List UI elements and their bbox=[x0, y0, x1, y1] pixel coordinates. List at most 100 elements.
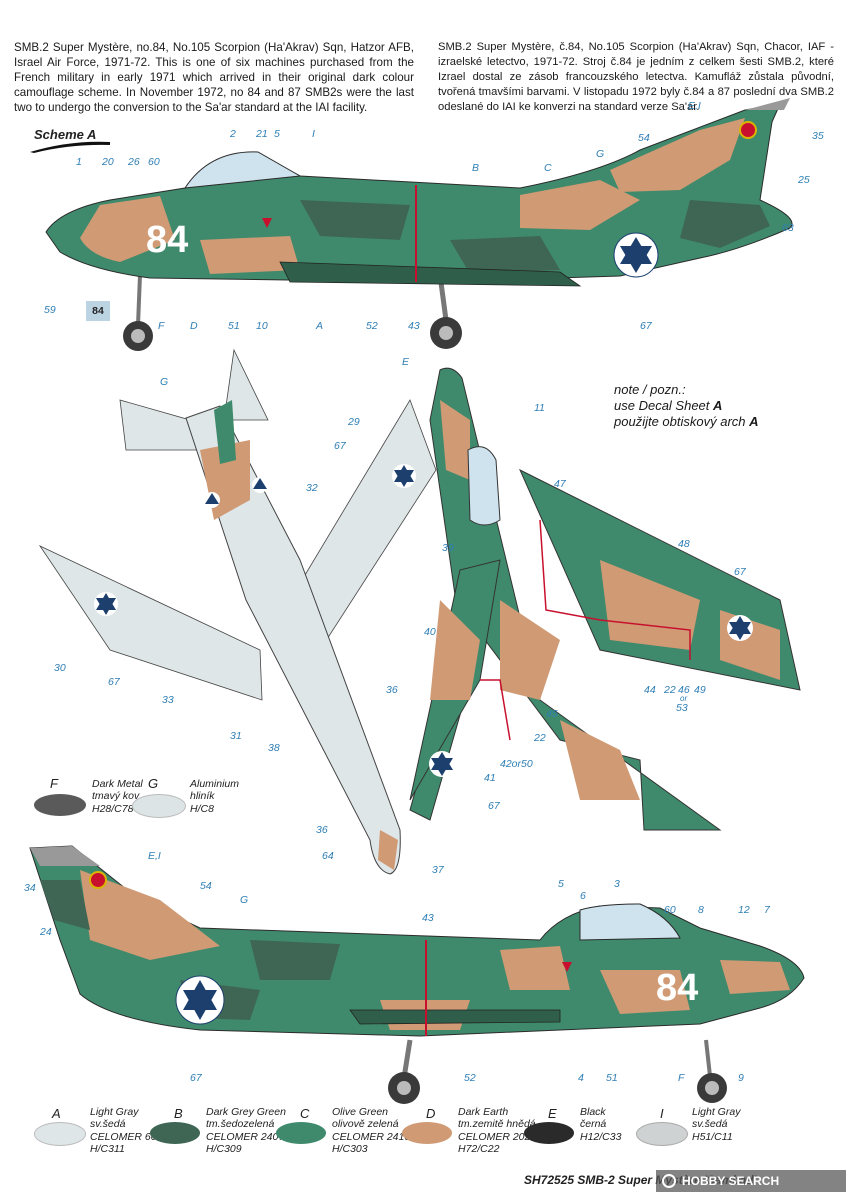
paint-letter: G bbox=[148, 776, 159, 791]
paint-blob bbox=[132, 794, 186, 818]
callout: 29 bbox=[348, 416, 360, 428]
callout: 67 bbox=[334, 440, 346, 452]
callout: 63 bbox=[782, 222, 794, 234]
paint-line: H/C303 bbox=[332, 1143, 368, 1156]
scorpion-badge bbox=[739, 121, 757, 139]
paint-line: CELOMER 2025 bbox=[458, 1130, 537, 1143]
callout: 53 bbox=[676, 702, 688, 714]
paint-line: H12/C33 bbox=[580, 1130, 622, 1143]
callout: 12 bbox=[738, 904, 750, 916]
callout: E,I bbox=[148, 850, 161, 862]
paint-letter: D bbox=[426, 1106, 436, 1121]
callout: 41 bbox=[484, 772, 496, 784]
callout: 8 bbox=[698, 904, 704, 916]
intro-czech: SMB.2 Super Mystère, č.84, No.105 Scorpi… bbox=[438, 41, 834, 113]
roundel-bottom-side bbox=[175, 975, 225, 1025]
paint-line: Olive Green bbox=[332, 1106, 389, 1118]
paint-letter: B bbox=[174, 1106, 183, 1121]
paint-line: olivově zelená bbox=[332, 1118, 399, 1131]
callout: 31 bbox=[230, 730, 242, 742]
callout: 36 bbox=[386, 684, 398, 696]
paint-line: Dark Metal bbox=[92, 778, 143, 790]
watermark-icon bbox=[662, 1174, 676, 1188]
callout: 64 bbox=[322, 850, 334, 862]
callout: 67 bbox=[640, 320, 652, 332]
callout: 42or50 bbox=[500, 758, 533, 770]
callout: 36 bbox=[316, 824, 328, 836]
side-view-top: 84 bbox=[45, 98, 793, 351]
paint-swatch-i: I Light Gray sv.šedá H51/C11 bbox=[636, 1106, 756, 1168]
callout: 26 bbox=[128, 156, 140, 168]
callout: 5 bbox=[558, 878, 564, 890]
callout: 51 bbox=[606, 1072, 618, 1084]
callout: 22 bbox=[534, 732, 546, 744]
callout: B bbox=[472, 162, 480, 174]
note-sheet-letter-cz: A bbox=[749, 414, 759, 429]
paint-line: Dark Grey Green bbox=[206, 1106, 286, 1118]
plan-view-underside bbox=[38, 348, 437, 875]
callout: 35 bbox=[812, 130, 824, 142]
paint-line: H72/C22 bbox=[458, 1143, 500, 1156]
note-title: note / pozn.: bbox=[614, 382, 686, 397]
side-view-bottom: 84 bbox=[29, 845, 805, 1104]
watermark: HOBBY SEARCH bbox=[656, 1170, 846, 1192]
callout: 24 bbox=[40, 926, 52, 938]
decal-note: note / pozn.: use Decal Sheet A použijte… bbox=[614, 382, 759, 430]
callout: 6 bbox=[580, 890, 586, 902]
callout: 33 bbox=[162, 694, 174, 706]
callout: 60 bbox=[664, 904, 676, 916]
scheme-swoosh bbox=[30, 141, 110, 153]
paint-line: tmavý kov bbox=[92, 790, 140, 803]
callout: 7 bbox=[764, 904, 770, 916]
callout: 22 bbox=[664, 684, 676, 696]
aircraft-number-top: 84 bbox=[146, 219, 188, 261]
note-cz: použijte obtiskový arch bbox=[614, 414, 746, 429]
intro-english: SMB.2 Super Mystère, no.84, No.105 Scorp… bbox=[14, 41, 414, 114]
paint-line: Light Gray bbox=[692, 1106, 741, 1118]
scheme-label: Scheme A bbox=[34, 127, 97, 142]
callout: 3 bbox=[614, 878, 620, 890]
callout: A bbox=[316, 320, 324, 332]
callout: 10 bbox=[256, 320, 268, 332]
paint-line: H/C311 bbox=[90, 1143, 125, 1156]
paint-blob bbox=[276, 1122, 326, 1144]
paint-swatch-e: E Black černá H12/C33 bbox=[524, 1106, 634, 1168]
callout: 21 bbox=[256, 128, 268, 140]
callout: or bbox=[680, 694, 688, 703]
paint-swatch-g: G Aluminium hliník H/C8 bbox=[132, 776, 262, 824]
callout: E bbox=[402, 356, 410, 368]
note-sheet-letter: A bbox=[713, 398, 723, 413]
nose-number-badge: 84 bbox=[86, 301, 110, 321]
paint-blob bbox=[636, 1122, 688, 1146]
callout: 43 bbox=[422, 912, 434, 924]
callout: 37 bbox=[432, 864, 444, 876]
paint-blob bbox=[524, 1122, 574, 1144]
paint-blob bbox=[34, 1122, 86, 1146]
paint-line: CELOMER 6622 bbox=[90, 1130, 169, 1143]
scorpion-badge-bottom bbox=[89, 871, 107, 889]
paint-blob bbox=[402, 1122, 452, 1144]
callout: I bbox=[312, 128, 315, 140]
paint-letter: C bbox=[300, 1106, 310, 1121]
paint-line: Light Gray bbox=[90, 1106, 139, 1118]
paint-letter: F bbox=[50, 776, 58, 791]
paint-swatch-d: D Dark Earth tm.zemitě hnědá CELOMER 202… bbox=[402, 1106, 536, 1168]
callout: 44 bbox=[644, 684, 656, 696]
aircraft-number-bottom: 84 bbox=[656, 967, 698, 1009]
paint-letter: I bbox=[660, 1106, 664, 1121]
callout: F bbox=[158, 320, 165, 332]
callout: 67 bbox=[108, 676, 120, 688]
paint-line: H28/C78 bbox=[92, 802, 134, 815]
callout: 1 bbox=[76, 156, 82, 168]
roundel-top-side bbox=[613, 232, 659, 278]
callout: 54 bbox=[638, 132, 650, 144]
paint-line: tm.zemitě hnědá bbox=[458, 1118, 536, 1131]
plan-view-upper bbox=[409, 367, 801, 831]
note-en: use Decal Sheet bbox=[614, 398, 710, 413]
callout: 32 bbox=[306, 482, 318, 494]
callout: 11 bbox=[534, 402, 545, 414]
callout: 2 bbox=[230, 128, 236, 140]
callout: 52 bbox=[366, 320, 378, 332]
callout: C bbox=[544, 162, 552, 174]
paint-swatch-b: B Dark Grey Green tm.šedozelená CELOMER … bbox=[150, 1106, 290, 1168]
